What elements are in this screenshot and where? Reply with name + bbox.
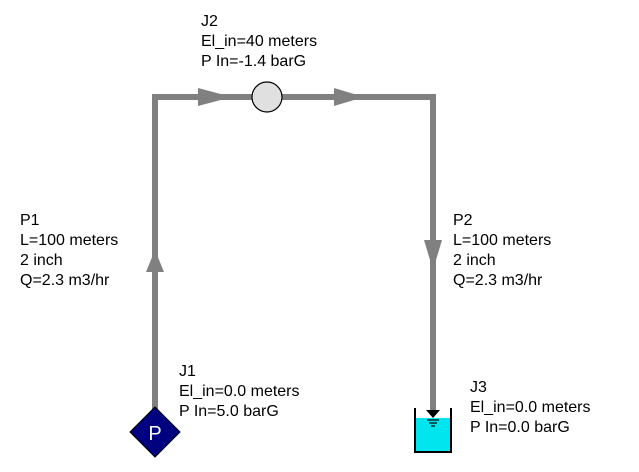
- junction-j3-label: J3 El_in=0.0 meters P In=0.0 barG: [470, 378, 591, 438]
- junction-name: J3: [470, 379, 487, 396]
- pipe-length: L=100 meters: [20, 232, 119, 249]
- elevation-value: El_in=40 meters: [201, 33, 318, 50]
- elevation-value: El_in=0.0 meters: [179, 383, 300, 400]
- pipe-name: P1: [20, 212, 40, 229]
- pump-letter: P: [148, 423, 161, 445]
- pressure-value: P In=5.0 barG: [179, 403, 279, 420]
- pipe-size: 2 inch: [20, 252, 63, 269]
- pipe-p2-label: P2 L=100 meters 2 inch Q=2.3 m3/hr: [453, 211, 551, 291]
- junction-name: J2: [201, 13, 218, 30]
- pipe-p1[interactable]: [146, 88, 252, 412]
- pipe-flow: Q=2.3 m3/hr: [453, 272, 543, 289]
- junction-j3[interactable]: [414, 408, 452, 453]
- branch-junction-icon: [251, 81, 283, 113]
- pipe-p2[interactable]: [282, 88, 442, 410]
- reservoir-icon: [414, 408, 452, 453]
- junction-j2[interactable]: [251, 81, 283, 113]
- flow-arrow-up-icon: [146, 250, 164, 272]
- pressure-value: P In=0.0 barG: [470, 419, 570, 436]
- flow-arrow-right-icon: [334, 88, 364, 106]
- assigned-pressure-icon: [129, 406, 181, 458]
- pipe-flow: Q=2.3 m3/hr: [20, 272, 110, 289]
- flow-arrow-down-icon: [424, 240, 442, 270]
- flow-arrow-right-icon: [198, 88, 232, 106]
- elevation-value: El_in=0.0 meters: [470, 399, 591, 416]
- junction-j1[interactable]: P: [129, 406, 181, 458]
- junction-j2-label: J2 El_in=40 meters P In=-1.4 barG: [201, 12, 317, 72]
- pressure-value: P In=-1.4 barG: [201, 53, 307, 70]
- inflow-arrow-icon: [426, 410, 440, 418]
- pipe-size: 2 inch: [453, 252, 496, 269]
- junction-j1-label: J1 El_in=0.0 meters P In=5.0 barG: [179, 362, 300, 422]
- pipe-p1-label: P1 L=100 meters 2 inch Q=2.3 m3/hr: [20, 211, 118, 291]
- junction-name: J1: [179, 363, 196, 380]
- pipe-name: P2: [453, 212, 473, 229]
- reservoir-fill: [415, 418, 451, 452]
- pipe-length: L=100 meters: [453, 232, 552, 249]
